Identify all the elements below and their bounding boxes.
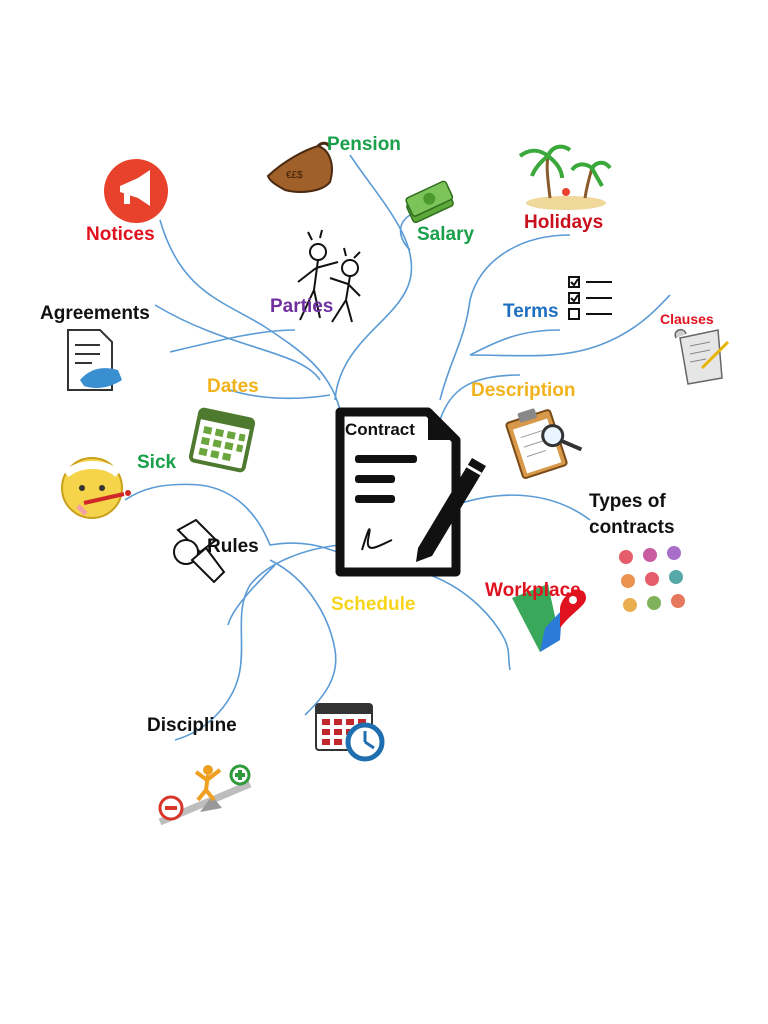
- calendar-clock-icon: [315, 703, 385, 762]
- branch-label-sick: Sick: [137, 452, 177, 473]
- branch-label-types-line2: contracts: [589, 517, 675, 538]
- branch-label-terms: Terms: [503, 301, 559, 322]
- branch-label-dates: Dates: [207, 376, 259, 397]
- branch-label-rules: Rules: [207, 536, 259, 557]
- branch-label-discipline: Discipline: [147, 715, 237, 736]
- branch-label-salary: Salary: [417, 224, 475, 245]
- map-pin-icon: [512, 584, 586, 652]
- branch-label-holidays: Holidays: [524, 212, 604, 233]
- svg-text:€£$: €£$: [286, 170, 303, 181]
- branch-label-clauses: Clauses: [660, 311, 714, 327]
- colored-dots-grid-icon: [619, 546, 685, 612]
- branch-label-description: Description: [471, 380, 576, 401]
- palm-island-icon: [518, 144, 612, 210]
- branch-label-agreements: Agreements: [40, 303, 150, 324]
- branch-label-pension: Pension: [327, 134, 401, 155]
- scroll-icon: [674, 328, 730, 385]
- money-bag-icon: €£$: [266, 141, 333, 193]
- central-label: Contract: [345, 420, 415, 439]
- handshake-document-icon: [67, 329, 122, 391]
- connector-lines: [124, 154, 671, 741]
- branch-label-types-line1: Types of: [589, 491, 666, 512]
- branch-label-notices: Notices: [86, 224, 155, 245]
- megaphone-icon: [104, 159, 168, 223]
- rules-hand-icon: [173, 518, 226, 584]
- money-stack-icon: [405, 180, 454, 224]
- branch-label-parties: Parties: [270, 296, 334, 317]
- branch-label-schedule: Schedule: [331, 594, 416, 615]
- clipboard-magnifier-icon: [505, 408, 583, 479]
- balance-plus-minus-icon: [158, 764, 252, 826]
- checklist-icon: [568, 276, 612, 320]
- arguing-people-icon: [297, 229, 361, 323]
- sick-face-icon: [61, 457, 131, 519]
- calendar-icon: [188, 407, 256, 473]
- central-document-pen-icon: [335, 407, 486, 577]
- branch-label-workplace: Workplace: [485, 580, 581, 601]
